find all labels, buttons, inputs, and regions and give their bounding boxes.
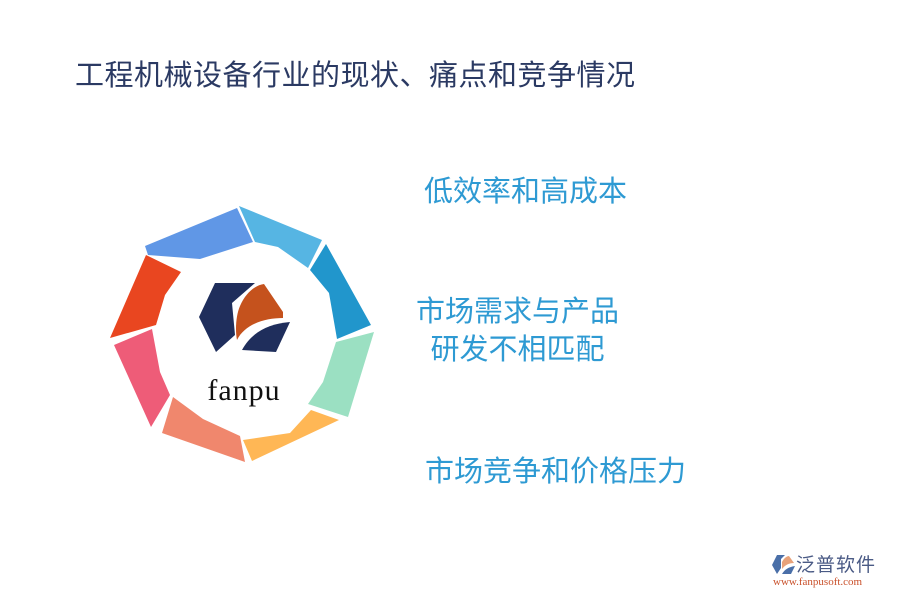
page-title: 工程机械设备行业的现状、痛点和竞争情况 — [75, 58, 636, 92]
segment-pink — [114, 329, 170, 427]
point-1-line-1: 低效率和高成本 — [424, 174, 628, 208]
point-competition-price-pressure: 市场竞争和价格压力 — [425, 452, 686, 490]
footer-brand-name: 泛普软件 — [796, 554, 877, 576]
fanpu-small-logo-icon — [772, 555, 795, 574]
segment-salmon — [162, 397, 245, 462]
segment-orange — [243, 410, 339, 461]
segment-deep-blue — [310, 244, 371, 339]
segment-red — [110, 255, 181, 338]
point-low-efficiency-high-cost: 低效率和高成本 — [424, 172, 627, 210]
point-3-line-1: 市场竞争和价格压力 — [425, 454, 687, 488]
point-2-line-1: 市场需求与产品 — [416, 294, 620, 328]
fanpu-hexagon-logo-icon — [199, 283, 290, 352]
point-market-demand-mismatch: 市场需求与产品 研发不相匹配 — [416, 292, 619, 368]
segment-blue — [145, 208, 253, 259]
center-label: fanpu — [207, 374, 280, 407]
segment-mint — [308, 332, 374, 417]
footer-url: www.fanpusoft.com — [773, 576, 863, 588]
footer-brand-logo: 泛普软件 www.fanpusoft.com — [770, 552, 895, 597]
octagon-ring-diagram: fanpu — [100, 200, 390, 470]
segment-light-blue — [239, 206, 322, 268]
point-2-line-2: 研发不相匹配 — [430, 332, 605, 366]
